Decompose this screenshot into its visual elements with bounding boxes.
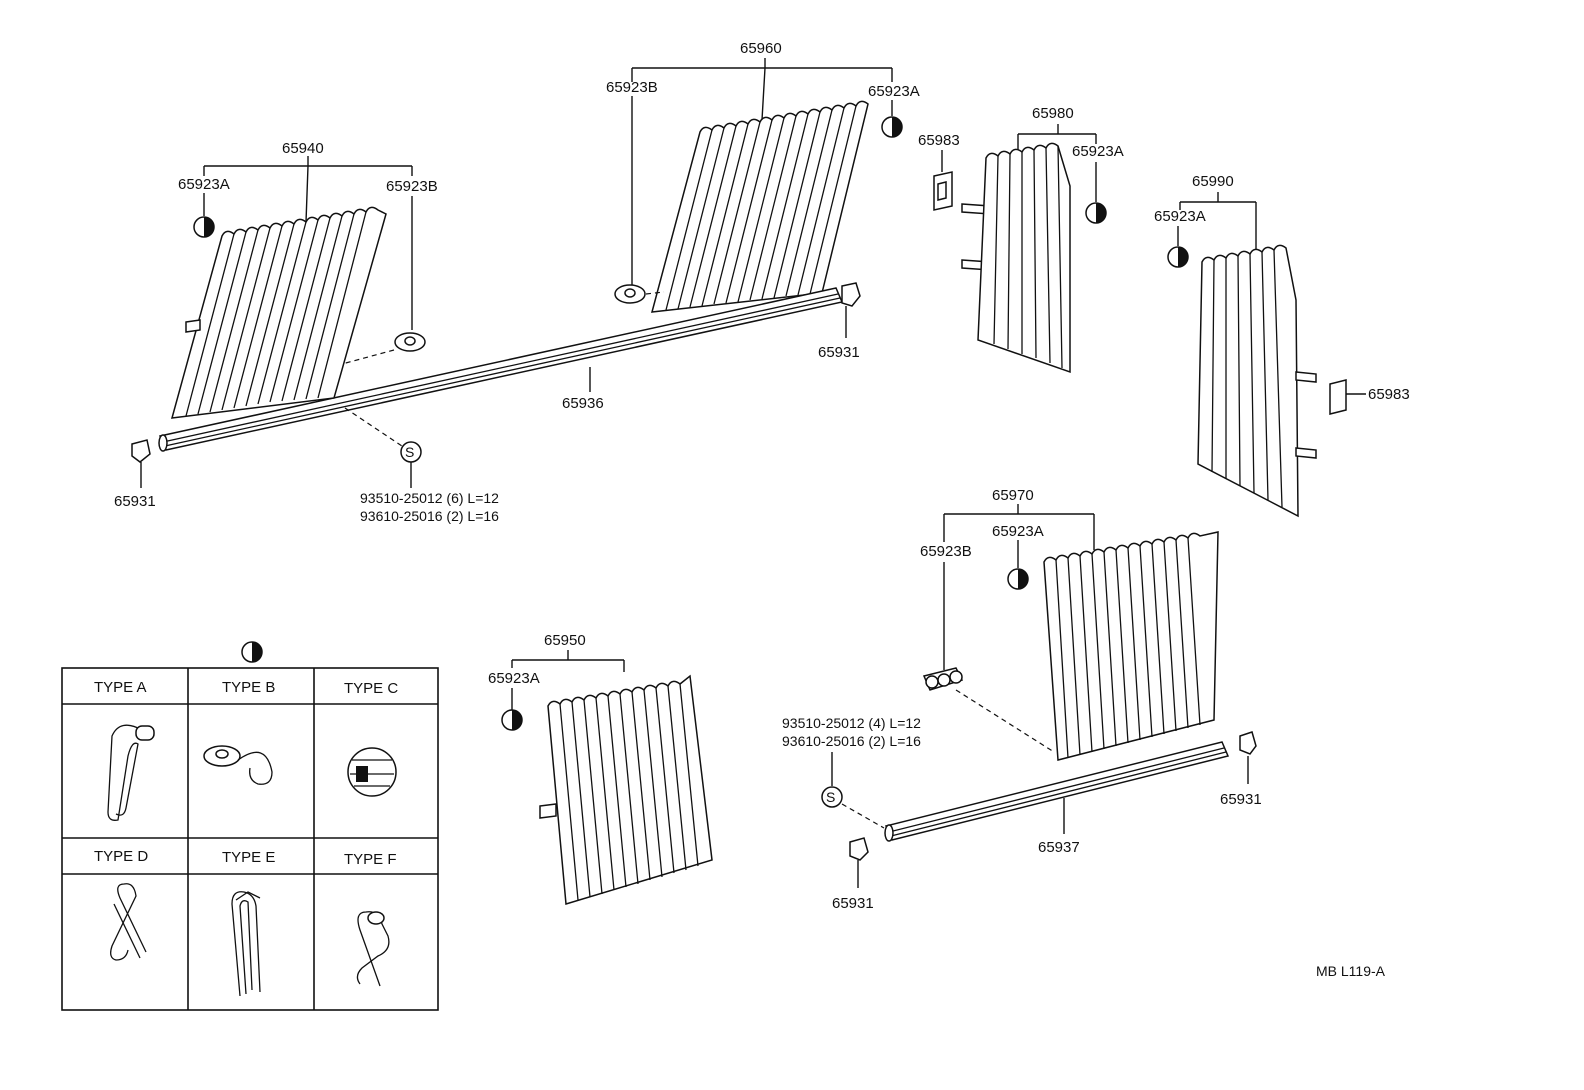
part-number-65990: 65990 [1192, 173, 1234, 190]
screw-spec-2-line1: 93510-25012 (4) L=12 [782, 715, 921, 731]
type-b-hook-icon [203, 745, 273, 785]
part-number-65931-lower-right: 65931 [1220, 791, 1262, 808]
part-number-65923b-left: 65923B [386, 178, 438, 195]
hook-65923b-left [394, 332, 426, 352]
type-a-marker-lower [1007, 568, 1029, 590]
svg-text:S: S [405, 444, 414, 460]
part-number-65970: 65970 [992, 487, 1034, 504]
part-number-65931-left: 65931 [114, 493, 156, 510]
type-a-marker-mid [1085, 202, 1107, 224]
part-number-65923b-lower: 65923B [920, 543, 972, 560]
screw-s-marker-1: S [400, 441, 422, 463]
part-number-65937: 65937 [1038, 839, 1080, 856]
part-number-65923a-top: 65923A [868, 83, 920, 100]
curtain-65990: 65990 65923A 65983 [1154, 173, 1410, 518]
hook-65923b-lower [922, 667, 964, 691]
part-number-65923a-lower: 65923A [992, 523, 1044, 540]
part-number-65931-topright: 65931 [818, 344, 860, 361]
type-c-roller-icon [347, 747, 397, 797]
screw-spec-1-line2: 93610-25016 (2) L=16 [360, 508, 499, 524]
part-number-65983-top: 65983 [918, 132, 960, 149]
curtain-65950: 65950 65923A [488, 632, 713, 905]
type-a-marker-legend [241, 641, 263, 663]
part-number-65983-right: 65983 [1368, 386, 1410, 403]
part-number-65923b-top: 65923B [606, 79, 658, 96]
type-a-marker-bottom [501, 709, 523, 731]
part-number-65950: 65950 [544, 632, 586, 649]
screw-spec-2-line2: 93610-25016 (2) L=16 [782, 733, 921, 749]
type-a-header: TYPE A [94, 679, 147, 696]
part-number-65940: 65940 [282, 140, 324, 157]
part-number-65923a-right: 65923A [1154, 208, 1206, 225]
curtain-65940: 65940 65923A 65923B [170, 140, 438, 419]
type-a-hook-icon [107, 724, 155, 821]
type-b-header: TYPE B [222, 679, 275, 696]
rail-65936: 65931 65936 65931 S 93510-25012 (6) L=12… [114, 282, 861, 524]
type-f-hook-icon [356, 911, 390, 987]
type-a-marker-right [1167, 246, 1189, 268]
type-d-hook-icon [110, 883, 147, 961]
screw-spec-1-line1: 93510-25012 (6) L=12 [360, 490, 499, 506]
part-number-65980: 65980 [1032, 105, 1074, 122]
part-number-65931-lower-left: 65931 [832, 895, 874, 912]
part-number-65923a-bottom: 65923A [488, 670, 540, 687]
svg-text:S: S [826, 789, 835, 805]
type-f-header: TYPE F [344, 851, 397, 868]
curtain-65960: 65960 65923B 65923A [606, 40, 920, 313]
part-number-65923a-left: 65923A [178, 176, 230, 193]
screw-s-marker-2: S [821, 786, 843, 808]
type-e-hook-icon [231, 891, 261, 997]
part-number-65960: 65960 [740, 40, 782, 57]
part-number-65923a-mid: 65923A [1072, 143, 1124, 160]
rail-65937: 65931 65937 65931 93510-25012 (4) L=12 9… [782, 715, 1262, 912]
part-number-65936: 65936 [562, 395, 604, 412]
type-legend-table: TYPE A TYPE B TYPE C TYPE D TYPE E TYPE … [61, 641, 439, 1011]
hook-65923b-top [614, 284, 646, 304]
type-a-marker-left [193, 216, 215, 238]
type-e-header: TYPE E [222, 849, 275, 866]
curtain-65970: 65970 65923A 65923B [920, 487, 1219, 761]
type-a-marker-top [881, 116, 903, 138]
type-c-header: TYPE C [344, 680, 398, 697]
type-d-header: TYPE D [94, 848, 148, 865]
curtain-65980: 65980 65983 65923A [918, 105, 1124, 374]
diagram-code: MB L119-A [1316, 963, 1386, 979]
